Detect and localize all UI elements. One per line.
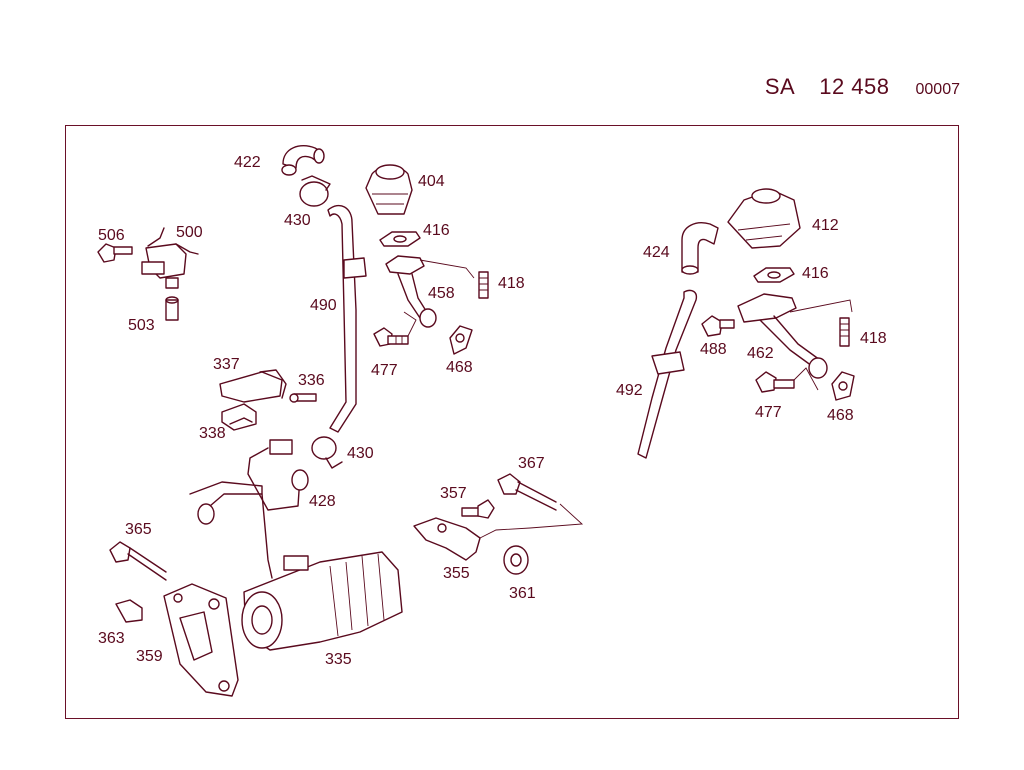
part-365-bolt [109, 541, 167, 581]
part-416-gasket-b [753, 267, 795, 283]
callout-422: 422 [234, 154, 261, 171]
callout-430-lower: 430 [347, 445, 374, 462]
callout-492: 492 [616, 382, 643, 399]
part-468-gasket-a [449, 325, 473, 355]
part-477-bolt-b [755, 367, 819, 393]
part-490-pipe [327, 204, 367, 433]
callout-458: 458 [428, 285, 455, 302]
callout-500: 500 [176, 224, 203, 241]
part-503-connector [165, 296, 179, 321]
drawing-code: SA [764, 74, 796, 99]
callout-468-left: 468 [446, 359, 473, 376]
callout-490: 490 [310, 297, 337, 314]
callout-337: 337 [213, 356, 240, 373]
callout-365: 365 [125, 521, 152, 538]
callout-416-right: 416 [802, 265, 829, 282]
part-477-bolt-a [373, 311, 417, 347]
callout-477-left: 477 [371, 362, 398, 379]
callout-412: 412 [812, 217, 839, 234]
part-355-bracket [413, 503, 584, 561]
callout-335: 335 [325, 651, 352, 668]
callout-359: 359 [136, 648, 163, 665]
sheet-number: 00007 [915, 81, 961, 98]
callout-367: 367 [518, 455, 545, 472]
callout-506: 506 [98, 227, 125, 244]
part-428-hose [189, 439, 309, 579]
callout-361: 361 [509, 585, 536, 602]
part-337-bracket [219, 369, 287, 403]
callout-477-right: 477 [755, 404, 782, 421]
part-412-valve [727, 188, 801, 249]
diagram-frame [65, 125, 959, 719]
part-363-clip [115, 599, 143, 623]
part-462-pipe [737, 293, 828, 379]
callout-355: 355 [443, 565, 470, 582]
part-500-switch [141, 227, 199, 289]
part-416-gasket-a [379, 231, 421, 247]
callout-418-left: 418 [498, 275, 525, 292]
callout-462: 462 [747, 345, 774, 362]
part-367-bolt [497, 473, 557, 511]
callout-338: 338 [199, 425, 226, 442]
callout-488: 488 [700, 341, 727, 358]
callout-428: 428 [309, 493, 336, 510]
part-418-stud-a [478, 271, 489, 299]
callout-357: 357 [440, 485, 467, 502]
part-458-pipe [385, 255, 475, 328]
callout-336: 336 [298, 372, 325, 389]
part-338-clip [221, 403, 257, 431]
part-359-bracket [163, 583, 239, 697]
callout-430-upper: 430 [284, 212, 311, 229]
callout-418-right: 418 [860, 330, 887, 347]
callout-424: 424 [643, 244, 670, 261]
callout-363: 363 [98, 630, 125, 647]
part-424-hose [681, 222, 719, 275]
part-357-screw [461, 499, 495, 519]
drawing-number: 12 458 [819, 74, 890, 99]
part-335-pump [241, 551, 403, 651]
part-430-clamp-upper [299, 175, 331, 207]
part-422-hose [281, 145, 325, 176]
part-418-stud-b [789, 299, 853, 347]
part-361-bushing [503, 545, 529, 575]
part-430-clamp-lower [311, 436, 343, 469]
part-336-pin [289, 393, 317, 403]
part-404-valve [365, 164, 413, 215]
part-492-pipe [637, 289, 698, 459]
callout-404: 404 [418, 173, 445, 190]
part-488-bolt [701, 315, 735, 337]
callout-503: 503 [128, 317, 155, 334]
callout-416-left: 416 [423, 222, 450, 239]
part-468-gasket-b [831, 371, 855, 401]
part-506-screw [97, 243, 133, 263]
drawing-header: SA 12 458 00007 [765, 74, 960, 100]
callout-468-right: 468 [827, 407, 854, 424]
